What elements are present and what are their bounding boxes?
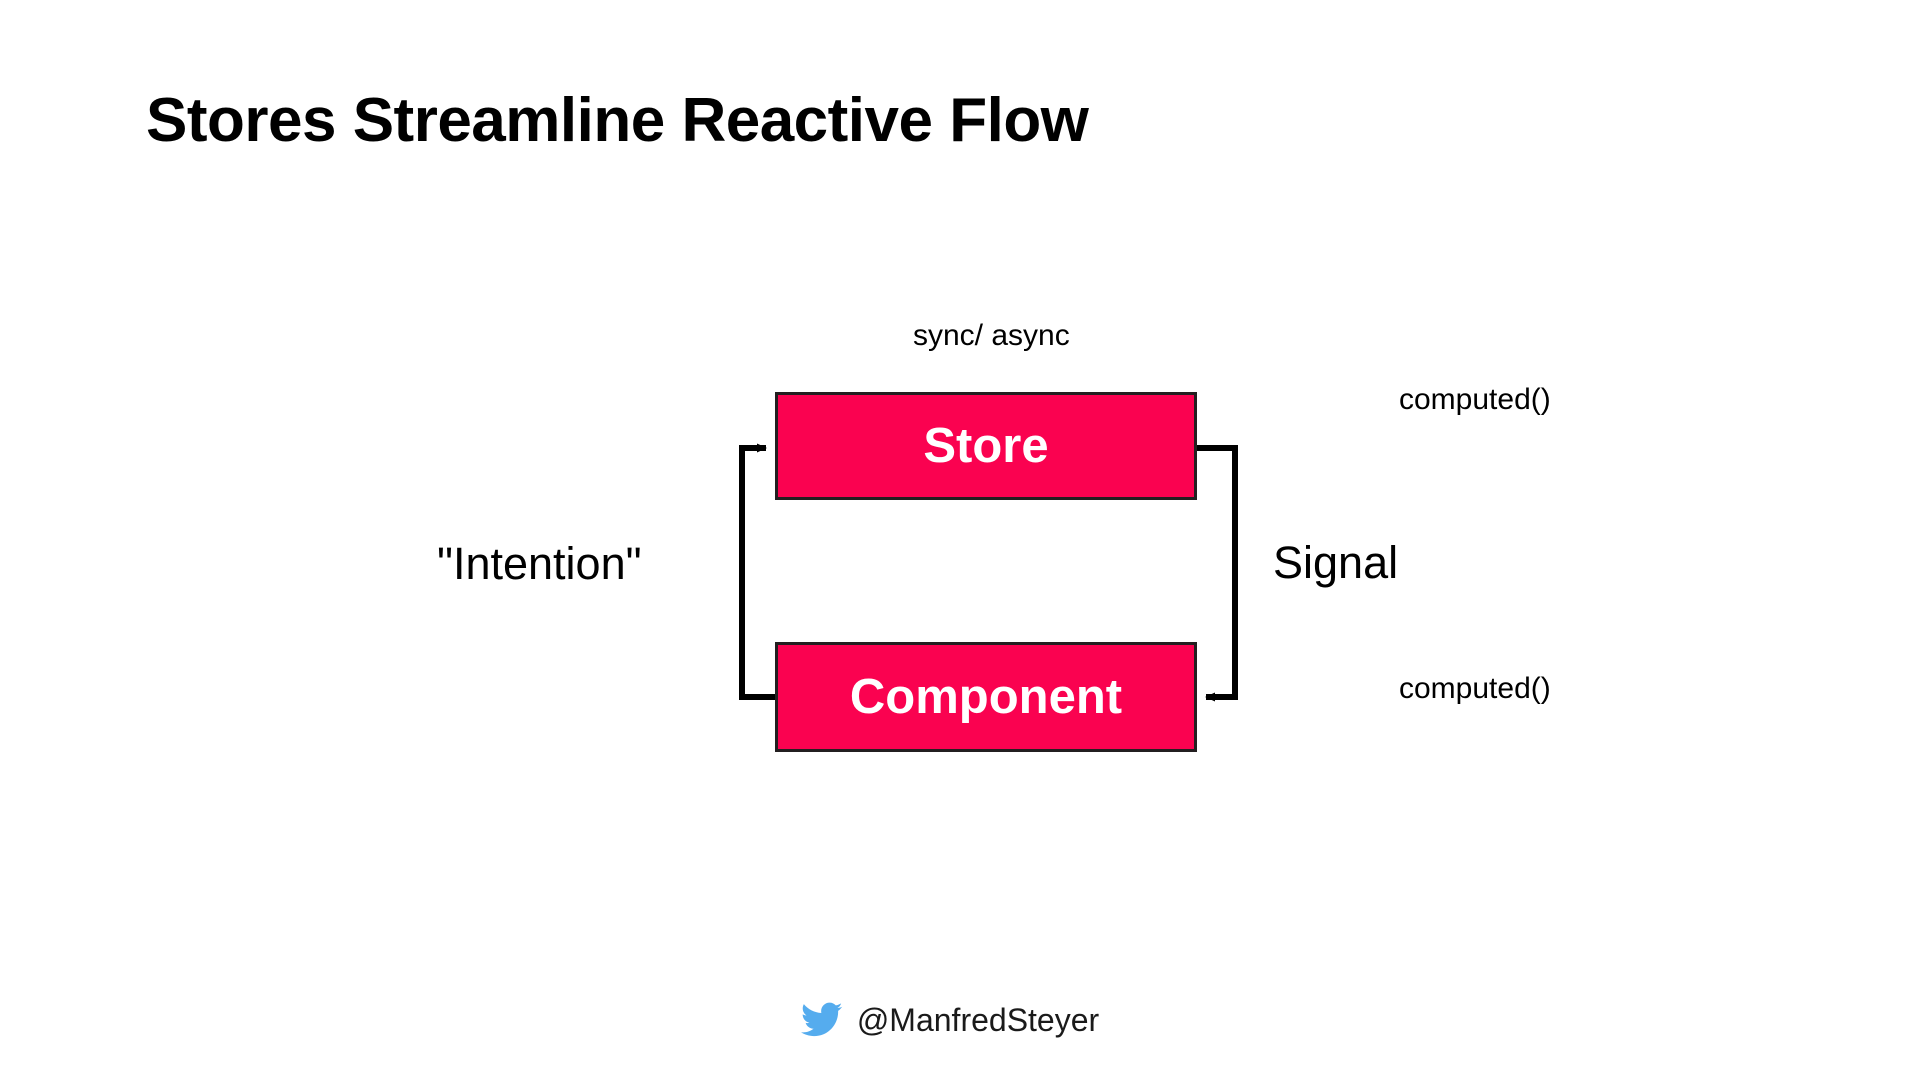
footer-inner: @ManfredSteyer [800, 1002, 1100, 1038]
node-store[interactable]: Store [775, 392, 1197, 500]
slide-footer: @ManfredSteyer [0, 960, 1920, 1080]
annotation-computed-top: computed() [1399, 383, 1551, 416]
annotation-sync-async: sync/ async [913, 319, 1070, 352]
node-store-label: Store [923, 418, 1049, 473]
edge-component-to-store [739, 443, 775, 700]
edge-store-to-component [1197, 445, 1238, 702]
page-title: Stores Streamline Reactive Flow [146, 86, 1089, 155]
node-component[interactable]: Component [775, 642, 1197, 752]
edge-label-intention: "Intention" [437, 538, 642, 589]
footer-twitter-handle: @ManfredSteyer [856, 1002, 1100, 1038]
twitter-bird-icon [800, 1002, 843, 1037]
annotation-computed-bottom: computed() [1399, 672, 1551, 705]
node-component-label: Component [849, 669, 1123, 724]
edge-label-signal: Signal [1273, 537, 1399, 588]
